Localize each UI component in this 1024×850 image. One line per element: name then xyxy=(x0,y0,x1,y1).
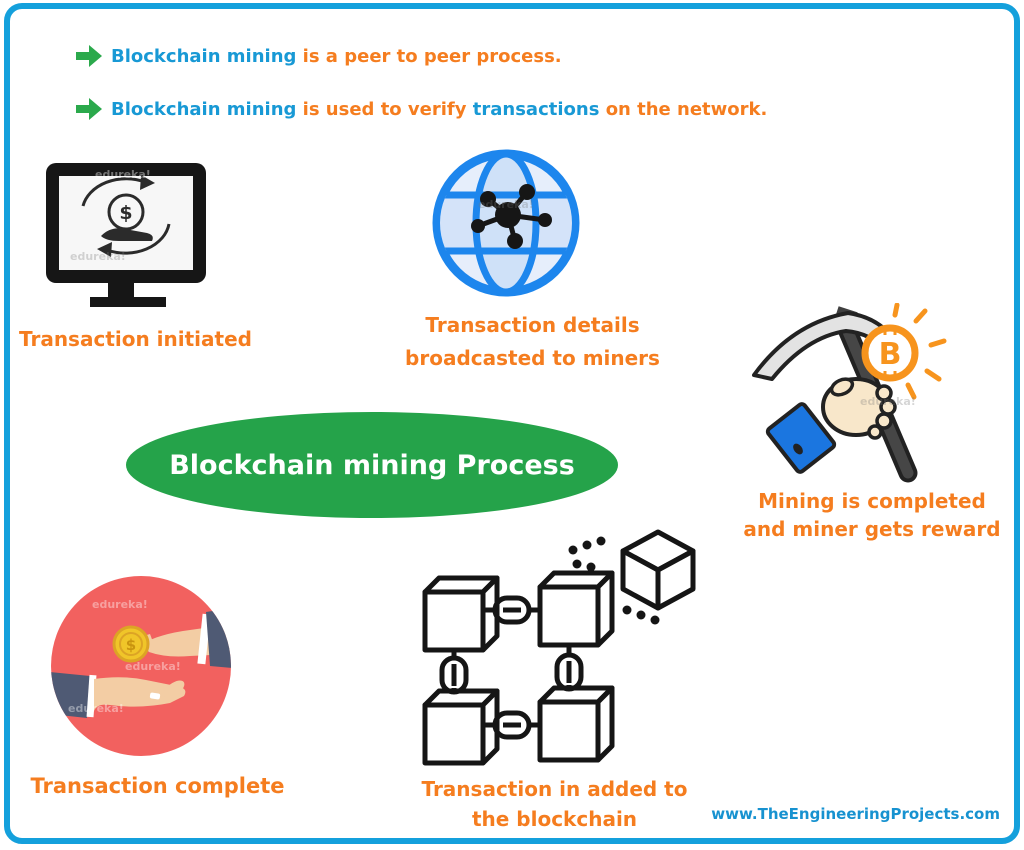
label-transaction-initiated: Transaction initiated xyxy=(19,327,252,351)
label-transaction-complete: Transaction complete xyxy=(30,774,285,798)
bullet2-blue-text-1: Blockchain mining xyxy=(111,98,297,120)
coin-dollar-symbol: $ xyxy=(126,636,136,654)
label-mining-line1: Mining is completed xyxy=(758,489,986,513)
bullet-text: Blockchain mining is used to verify tran… xyxy=(111,99,767,120)
bullet-point-2: Blockchain mining is used to verify tran… xyxy=(76,97,767,121)
pickaxe-bitcoin-icon: B xyxy=(752,303,947,483)
hands-coin-icon: $ xyxy=(51,576,231,756)
bullet-text: Blockchain mining is a peer to peer proc… xyxy=(111,46,562,67)
label-added-line1: Transaction in added to xyxy=(421,777,688,801)
label-mining-completed: Mining is completed and miner gets rewar… xyxy=(738,487,1006,543)
green-arrow-icon xyxy=(76,98,102,120)
label-mining-line2: and miner gets reward xyxy=(743,517,1001,541)
monitor-dollar-icon: $ xyxy=(46,163,206,307)
website-link[interactable]: www.TheEngineeringProjects.com xyxy=(711,805,1000,823)
label-broadcast-line1: Transaction details xyxy=(425,313,640,337)
green-arrow-icon xyxy=(76,45,102,67)
center-ellipse: Blockchain mining Process xyxy=(126,412,618,518)
label-transaction-broadcast: Transaction details broadcasted to miner… xyxy=(400,309,665,375)
bullet2-orange-text-2: on the network. xyxy=(599,98,768,120)
bullet2-orange-text-1: is used to verify xyxy=(296,98,473,120)
bullet1-orange-text: is a peer to peer process. xyxy=(296,45,562,67)
label-transaction-added: Transaction in added to the blockchain xyxy=(412,774,697,834)
label-broadcast-line2: broadcasted to miners xyxy=(405,346,660,370)
monitor-dollar-symbol: $ xyxy=(119,202,132,224)
bitcoin-symbol: B xyxy=(879,337,902,372)
bullet-point-1: Blockchain mining is a peer to peer proc… xyxy=(76,44,562,68)
bullet1-blue-text: Blockchain mining xyxy=(111,45,297,67)
bullet2-blue-text-2: transactions xyxy=(472,98,600,120)
label-added-line2: the blockchain xyxy=(471,807,638,831)
diagram-title: Blockchain mining Process xyxy=(169,449,575,481)
blockchain-cubes-icon xyxy=(415,529,696,772)
globe-network-icon xyxy=(432,149,580,297)
